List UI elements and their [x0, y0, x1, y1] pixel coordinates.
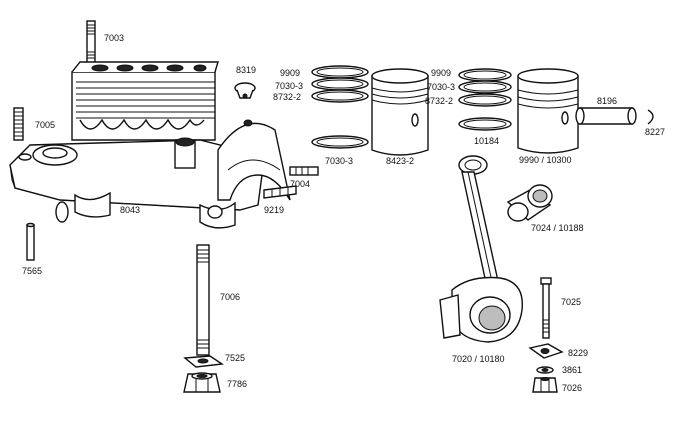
label-7006: 7006	[220, 292, 241, 302]
label-8043: 8043	[120, 205, 141, 215]
piston-9990-10300	[517, 68, 579, 154]
stud-7006	[196, 244, 210, 356]
label-7030-3-a: 7030-3	[275, 81, 304, 91]
label-8196: 8196	[597, 96, 618, 106]
washer-7525	[183, 355, 224, 368]
label-7525: 7525	[225, 353, 246, 363]
lockplate-8229	[528, 343, 564, 359]
ring-set-1	[311, 65, 369, 103]
label-8732-2-b: 8732-2	[425, 96, 454, 106]
label-7030-3-b: 7030-3	[325, 156, 354, 166]
label-7565: 7565	[22, 266, 43, 276]
label-8423-2: 8423-2	[386, 156, 415, 166]
ring-10184	[458, 117, 512, 131]
label-8227: 8227	[645, 127, 666, 137]
bushing-7024-10188	[506, 184, 553, 222]
nut-7026	[532, 377, 558, 393]
washer-3861	[536, 366, 554, 374]
label-9909-b: 9909	[431, 68, 452, 78]
label-3861: 3861	[562, 365, 583, 375]
label-7005: 7005	[35, 120, 56, 130]
label-7020-10180: 7020 / 10180	[452, 354, 505, 364]
ring-set-2	[458, 68, 512, 107]
label-8732-2-a: 8732-2	[273, 92, 302, 102]
nut-7786	[183, 372, 221, 393]
label-8319: 8319	[236, 65, 257, 75]
label-9219: 9219	[264, 205, 285, 215]
crankcase-8043	[9, 119, 291, 229]
label-8229: 8229	[568, 348, 589, 358]
pin-7004	[289, 166, 319, 176]
label-9909-a: 9909	[280, 68, 301, 78]
label-7003: 7003	[104, 33, 125, 43]
pin-7565	[26, 222, 35, 261]
label-7030-3-c: 7030-3	[427, 82, 456, 92]
circlip-8227	[647, 109, 654, 125]
stud-7003	[86, 20, 96, 64]
spring-7005	[13, 107, 24, 141]
label-10184: 10184	[474, 136, 500, 146]
label-7786: 7786	[227, 379, 248, 389]
piston-8423-2	[371, 68, 429, 156]
wrist-pin-8196	[575, 107, 637, 125]
cylinder-block	[71, 61, 219, 141]
ring-7030-3	[311, 135, 369, 149]
connecting-rod	[439, 155, 524, 343]
label-7025: 7025	[561, 297, 582, 307]
nipple-9219	[263, 185, 297, 199]
label-7004: 7004	[290, 179, 311, 189]
bolt-7025	[540, 277, 552, 339]
label-7026: 7026	[562, 383, 583, 393]
label-9990-10300: 9990 / 10300	[519, 155, 572, 165]
label-7024-10188: 7024 / 10188	[531, 223, 584, 233]
cap-8319	[234, 82, 256, 99]
